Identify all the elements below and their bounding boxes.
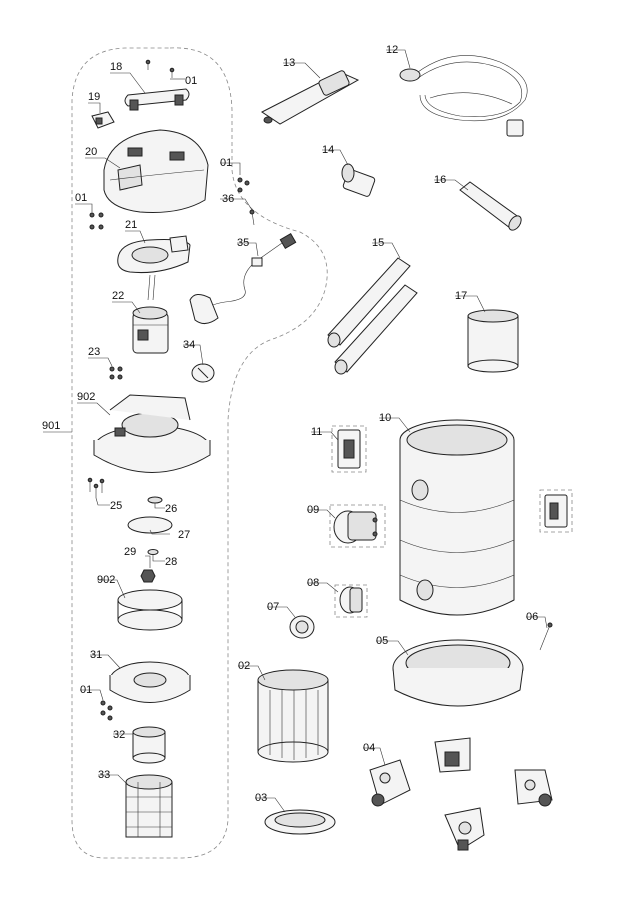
label-06: 06	[526, 611, 538, 623]
label-31: 31	[90, 649, 102, 661]
label-01: 01	[80, 684, 92, 696]
motor-part	[132, 306, 169, 354]
label-01: 01	[220, 157, 232, 169]
label-09: 09	[307, 504, 319, 516]
label-33: 33	[98, 769, 110, 781]
bracket-outline	[331, 425, 367, 473]
label-23: 23	[88, 346, 100, 358]
adapter-part	[341, 163, 376, 197]
cartridge-filter-part	[257, 669, 329, 763]
label-35: 35	[237, 237, 249, 249]
side-bracket-outline	[539, 489, 573, 533]
label-08: 08	[307, 577, 319, 589]
filter-basket-part	[125, 774, 173, 838]
assembly-901-outline	[71, 47, 328, 859]
power-cord-part	[189, 232, 297, 324]
screw-set	[109, 366, 123, 380]
screw-set	[89, 212, 104, 230]
screw-set	[100, 700, 113, 721]
castor-part	[369, 759, 411, 807]
label-18: 18	[110, 61, 122, 73]
filter-ring-part	[264, 809, 336, 835]
screw-pair	[145, 59, 175, 78]
label-03: 03	[255, 792, 267, 804]
label-29: 29	[124, 546, 136, 558]
label-17: 17	[455, 290, 467, 302]
label-15: 15	[372, 237, 384, 249]
label-902: 902	[97, 574, 115, 586]
label-13: 13	[283, 57, 295, 69]
label-01: 01	[185, 75, 197, 87]
washer-part	[147, 496, 163, 504]
filter-cage-top-part	[109, 661, 191, 703]
label-01: 01	[75, 192, 87, 204]
label-21: 21	[125, 219, 137, 231]
part-labels: 18 01 19 20 01 21 22 23 902 901 25 26 27…	[42, 44, 538, 804]
label-901: 901	[42, 420, 60, 432]
valve-outline	[334, 584, 368, 618]
label-902: 902	[77, 391, 95, 403]
label-36: 36	[222, 193, 234, 205]
foam-filter-part	[132, 726, 166, 764]
motor-housing-part	[93, 394, 211, 473]
knob-part	[191, 363, 215, 383]
motor-bracket-part	[117, 235, 191, 301]
label-14: 14	[322, 144, 334, 156]
screw-part	[249, 209, 255, 226]
label-19: 19	[88, 91, 100, 103]
crevice-tool-part	[459, 181, 522, 231]
label-28: 28	[165, 556, 177, 568]
disc-part	[127, 516, 173, 534]
label-26: 26	[165, 503, 177, 515]
castor-frame-part	[392, 639, 524, 707]
hose-part	[399, 55, 528, 137]
ring-part	[117, 589, 183, 631]
label-07: 07	[267, 601, 279, 613]
label-04: 04	[363, 742, 375, 754]
label-27: 27	[178, 529, 190, 541]
label-12: 12	[386, 44, 398, 56]
label-11: 11	[311, 426, 322, 438]
label-05: 05	[376, 635, 388, 647]
castor-part	[514, 769, 553, 807]
label-22: 22	[112, 290, 124, 302]
inlet-part	[333, 510, 378, 544]
handle-part	[124, 88, 190, 111]
screw-part	[539, 622, 553, 651]
castor-part	[434, 737, 471, 773]
valve-part	[339, 586, 363, 614]
screw-set	[237, 177, 250, 193]
label-34: 34	[183, 339, 195, 351]
label-20: 20	[85, 146, 97, 158]
label-32: 32	[113, 729, 125, 741]
label-10: 10	[379, 412, 391, 424]
side-bracket-part	[544, 494, 568, 528]
label-16: 16	[434, 174, 446, 186]
motor-cover-part	[103, 129, 209, 213]
extension-tubes-part	[327, 257, 418, 375]
label-25: 25	[110, 500, 122, 512]
coupling-part	[289, 615, 315, 639]
floor-nozzle-part	[261, 70, 360, 125]
leader-lines	[43, 49, 548, 813]
label-02: 02	[238, 660, 250, 672]
nut-washer-part	[140, 549, 159, 583]
tank-part	[399, 419, 515, 616]
paper-filter-part	[467, 309, 519, 373]
switch-part	[91, 111, 115, 129]
castor-part	[444, 807, 485, 851]
bracket-part	[337, 429, 361, 469]
screw-set	[87, 477, 105, 498]
